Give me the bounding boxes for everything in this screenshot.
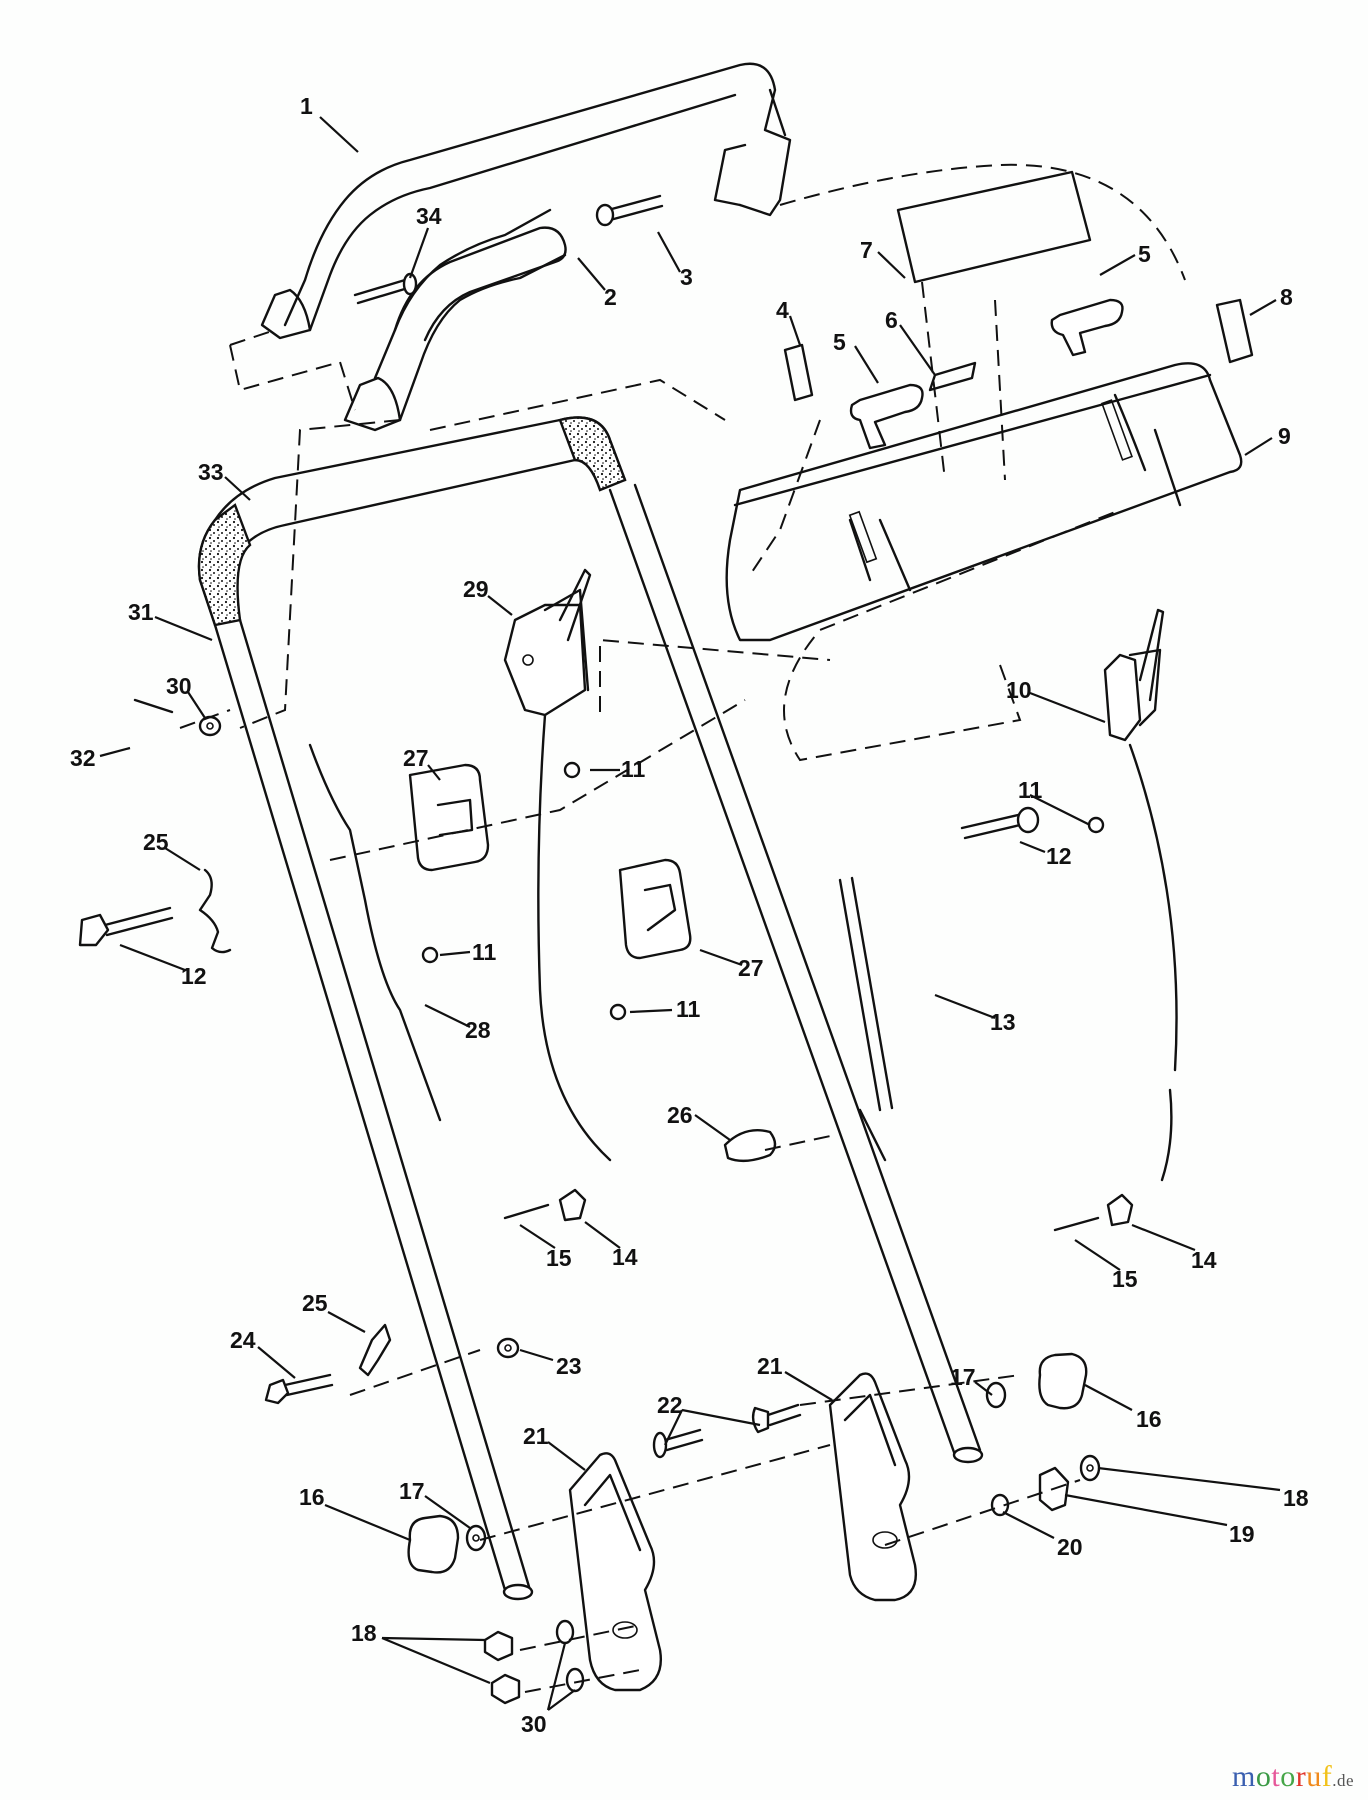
decal-right bbox=[1215, 298, 1254, 364]
logo-letter: t bbox=[1271, 1760, 1281, 1793]
callout-13: 13 bbox=[990, 1009, 1016, 1035]
lock-nut-right bbox=[1079, 1454, 1101, 1482]
callout-18-left: 18 bbox=[351, 1620, 377, 1646]
callout-25-lower: 25 bbox=[302, 1290, 328, 1316]
control-panel bbox=[725, 362, 1243, 642]
callout-29: 29 bbox=[463, 576, 489, 602]
handle-grip bbox=[393, 226, 567, 342]
callout-19: 19 bbox=[1229, 1521, 1255, 1547]
callout-15-right: 15 bbox=[1112, 1266, 1138, 1292]
cable-bracket-left bbox=[408, 763, 490, 872]
callout-14-left: 14 bbox=[612, 1244, 638, 1270]
control-knob-right bbox=[1050, 298, 1124, 357]
cotter-pin-32 bbox=[133, 698, 174, 714]
callout-11-b: 11 bbox=[1018, 777, 1043, 803]
decal-left bbox=[783, 343, 814, 402]
callout-23: 23 bbox=[556, 1353, 582, 1379]
screws-15-11 bbox=[421, 761, 1105, 1232]
washer-right bbox=[985, 1381, 1007, 1409]
handle-bracket-right bbox=[828, 1372, 917, 1602]
callout-11-c: 11 bbox=[472, 939, 497, 965]
callout-12-right: 12 bbox=[1046, 843, 1072, 869]
nut-23 bbox=[496, 1337, 520, 1359]
logo-letter: f bbox=[1321, 1760, 1333, 1793]
assembly-lines bbox=[179, 163, 1186, 1693]
cable-guides-14 bbox=[558, 1188, 1134, 1227]
callout-24: 24 bbox=[230, 1327, 256, 1353]
bolt-left bbox=[78, 906, 174, 947]
logo-tld: .de bbox=[1332, 1771, 1354, 1790]
callout-18-right: 18 bbox=[1283, 1485, 1309, 1511]
callout-16-left: 16 bbox=[299, 1484, 325, 1510]
callout-11-a: 11 bbox=[621, 756, 646, 782]
handle-knob-right bbox=[1038, 1352, 1088, 1410]
callout-28: 28 bbox=[465, 1017, 491, 1043]
callout-27-left: 27 bbox=[403, 745, 429, 771]
callout-15-left: 15 bbox=[546, 1245, 572, 1271]
callout-labels: 1 34 2 3 7 5 8 4 5 6 9 33 31 29 30 32 11… bbox=[70, 93, 1309, 1737]
logo-letter: o bbox=[1280, 1760, 1296, 1793]
washer-30-left bbox=[198, 715, 222, 737]
lever-bracket-left bbox=[503, 568, 592, 717]
watermark-logo: motoruf.de bbox=[1232, 1760, 1354, 1794]
callout-8: 8 bbox=[1280, 284, 1293, 310]
washers-30-bottom bbox=[555, 1619, 585, 1693]
callout-30-upper: 30 bbox=[166, 673, 192, 699]
callout-22: 22 bbox=[657, 1392, 683, 1418]
callout-4: 4 bbox=[776, 297, 789, 323]
callout-17-right: 17 bbox=[950, 1364, 976, 1390]
bolt-right bbox=[960, 806, 1040, 840]
callout-26: 26 bbox=[667, 1102, 693, 1128]
logo-letter: m bbox=[1232, 1760, 1256, 1793]
callout-9: 9 bbox=[1278, 423, 1291, 449]
logo-letter: o bbox=[1255, 1760, 1272, 1793]
bolt-24 bbox=[264, 1373, 334, 1405]
callout-25-upper: 25 bbox=[143, 829, 169, 855]
callout-34: 34 bbox=[416, 203, 442, 229]
callout-21-left: 21 bbox=[523, 1423, 549, 1449]
decal-large bbox=[896, 170, 1092, 284]
callout-14-right: 14 bbox=[1191, 1247, 1217, 1273]
lever-bracket-right bbox=[1103, 608, 1165, 742]
callout-31: 31 bbox=[128, 599, 154, 625]
callout-20: 20 bbox=[1057, 1534, 1083, 1560]
cable-clip-lower bbox=[358, 1323, 392, 1377]
upper-handle bbox=[260, 62, 792, 432]
handle-bracket-left bbox=[568, 1452, 662, 1692]
cable-tie-26 bbox=[723, 1128, 777, 1163]
callout-16-right: 16 bbox=[1136, 1406, 1162, 1432]
callout-3: 3 bbox=[680, 264, 693, 290]
callout-33: 33 bbox=[198, 459, 224, 485]
cable-bracket-middle bbox=[618, 858, 692, 960]
callout-6: 6 bbox=[885, 307, 898, 333]
callout-30-lower: 30 bbox=[521, 1711, 547, 1737]
lower-handle bbox=[197, 416, 984, 1601]
control-knob-left bbox=[849, 383, 924, 450]
lock-nuts-left bbox=[483, 1630, 521, 1705]
callout-11-d: 11 bbox=[676, 996, 701, 1022]
callout-5-left: 5 bbox=[833, 329, 846, 355]
handle-pin-right bbox=[595, 194, 664, 227]
leader-lines bbox=[99, 116, 1281, 1711]
callout-32: 32 bbox=[70, 745, 96, 771]
logo-letter: r bbox=[1295, 1760, 1307, 1793]
callout-2: 2 bbox=[604, 284, 617, 310]
cable-clip-upper bbox=[198, 868, 232, 954]
logo-letter: u bbox=[1306, 1760, 1322, 1793]
callout-12-left: 12 bbox=[181, 963, 207, 989]
decal-small bbox=[928, 361, 977, 392]
callout-1: 1 bbox=[300, 93, 313, 119]
handle-pin-left bbox=[353, 272, 418, 305]
callout-21-right: 21 bbox=[757, 1353, 783, 1379]
cables bbox=[308, 713, 1178, 1182]
callout-7: 7 bbox=[860, 237, 873, 263]
callout-27-middle: 27 bbox=[738, 955, 764, 981]
washer-left bbox=[465, 1524, 487, 1552]
callout-5-right: 5 bbox=[1138, 241, 1151, 267]
callout-10: 10 bbox=[1006, 677, 1032, 703]
handle-knob-left bbox=[407, 1514, 460, 1574]
callout-17-left: 17 bbox=[399, 1478, 425, 1504]
